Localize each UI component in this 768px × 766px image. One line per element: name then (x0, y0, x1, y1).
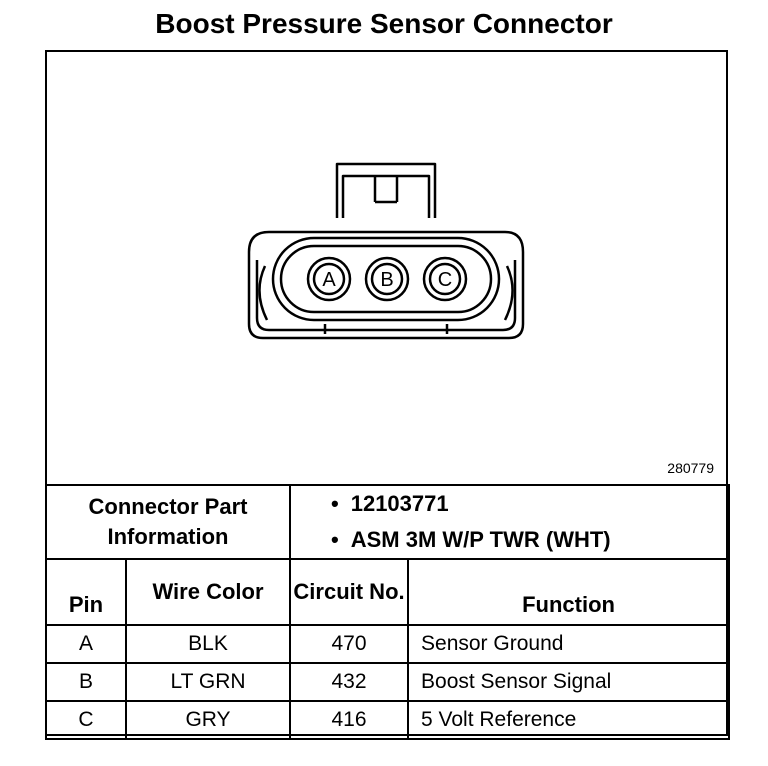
table-row: A BLK 470 Sensor Ground (45, 624, 731, 664)
part-info-label: Connector Part Information (44, 484, 292, 560)
cell-function: 5 Volt Reference (407, 700, 731, 740)
pin-label: C (438, 269, 452, 291)
connector-info-table: Connector Part Information 12103771 ASM … (44, 484, 731, 740)
clip-right (503, 265, 514, 321)
cell-function: Boost Sensor Signal (407, 662, 731, 702)
pin-label: B (380, 269, 393, 291)
pin-ring (306, 256, 352, 302)
page-title: Boost Pressure Sensor Connector (155, 8, 613, 39)
connector-frame: ABC 280779 Connector Part Information 12… (44, 50, 731, 740)
clip-left (258, 265, 269, 321)
header-wire-color: Wire Color (124, 558, 292, 626)
pin-c: C (422, 256, 468, 302)
pin-ring (364, 256, 410, 302)
cell-wire-color: BLK (124, 624, 292, 664)
housing-outer (247, 230, 525, 340)
cell-pin: A (45, 624, 127, 664)
pin-group: A B C (306, 256, 468, 302)
cell-wire-color: LT GRN (124, 662, 292, 702)
part-info-row: Connector Part Information 12103771 ASM … (44, 484, 731, 560)
pin-b: B (364, 256, 410, 302)
connector-diagram: A B C 280779 (47, 52, 726, 484)
table-row: C GRY 416 5 Volt Reference (45, 700, 731, 740)
cell-circuit: 416 (289, 700, 410, 740)
pin-ring (312, 262, 346, 296)
header-pin: Pin (45, 558, 127, 626)
part-number: 12103771 (331, 486, 728, 522)
latch-outline (335, 162, 437, 218)
cell-circuit: 470 (289, 624, 410, 664)
latch-inner (341, 174, 431, 218)
cell-circuit: 432 (289, 662, 410, 702)
pin-ring (428, 262, 462, 296)
header-function: Function (407, 558, 731, 626)
table-row: B LT GRN 432 Boost Sensor Signal (45, 662, 731, 702)
part-info-list: 12103771 ASM 3M W/P TWR (WHT) (289, 484, 731, 560)
figure-id: 280779 (667, 460, 714, 476)
housing-lip (255, 260, 517, 332)
cavity-inner (279, 244, 493, 314)
pin-label: A (322, 269, 336, 291)
cell-pin: B (45, 662, 127, 702)
cell-pin: C (45, 700, 127, 740)
pin-a: A (306, 256, 352, 302)
header-circuit-no: Circuit No. (289, 558, 410, 626)
connector-face-drawing: A B C (247, 162, 525, 340)
cell-wire-color: GRY (124, 700, 292, 740)
part-description: ASM 3M W/P TWR (WHT) (331, 522, 728, 558)
pin-ring (422, 256, 468, 302)
table-header-row: Pin Wire Color Circuit No. Function (45, 558, 731, 626)
cavity-outer (271, 236, 501, 322)
cell-function: Sensor Ground (407, 624, 731, 664)
pin-ring (370, 262, 404, 296)
